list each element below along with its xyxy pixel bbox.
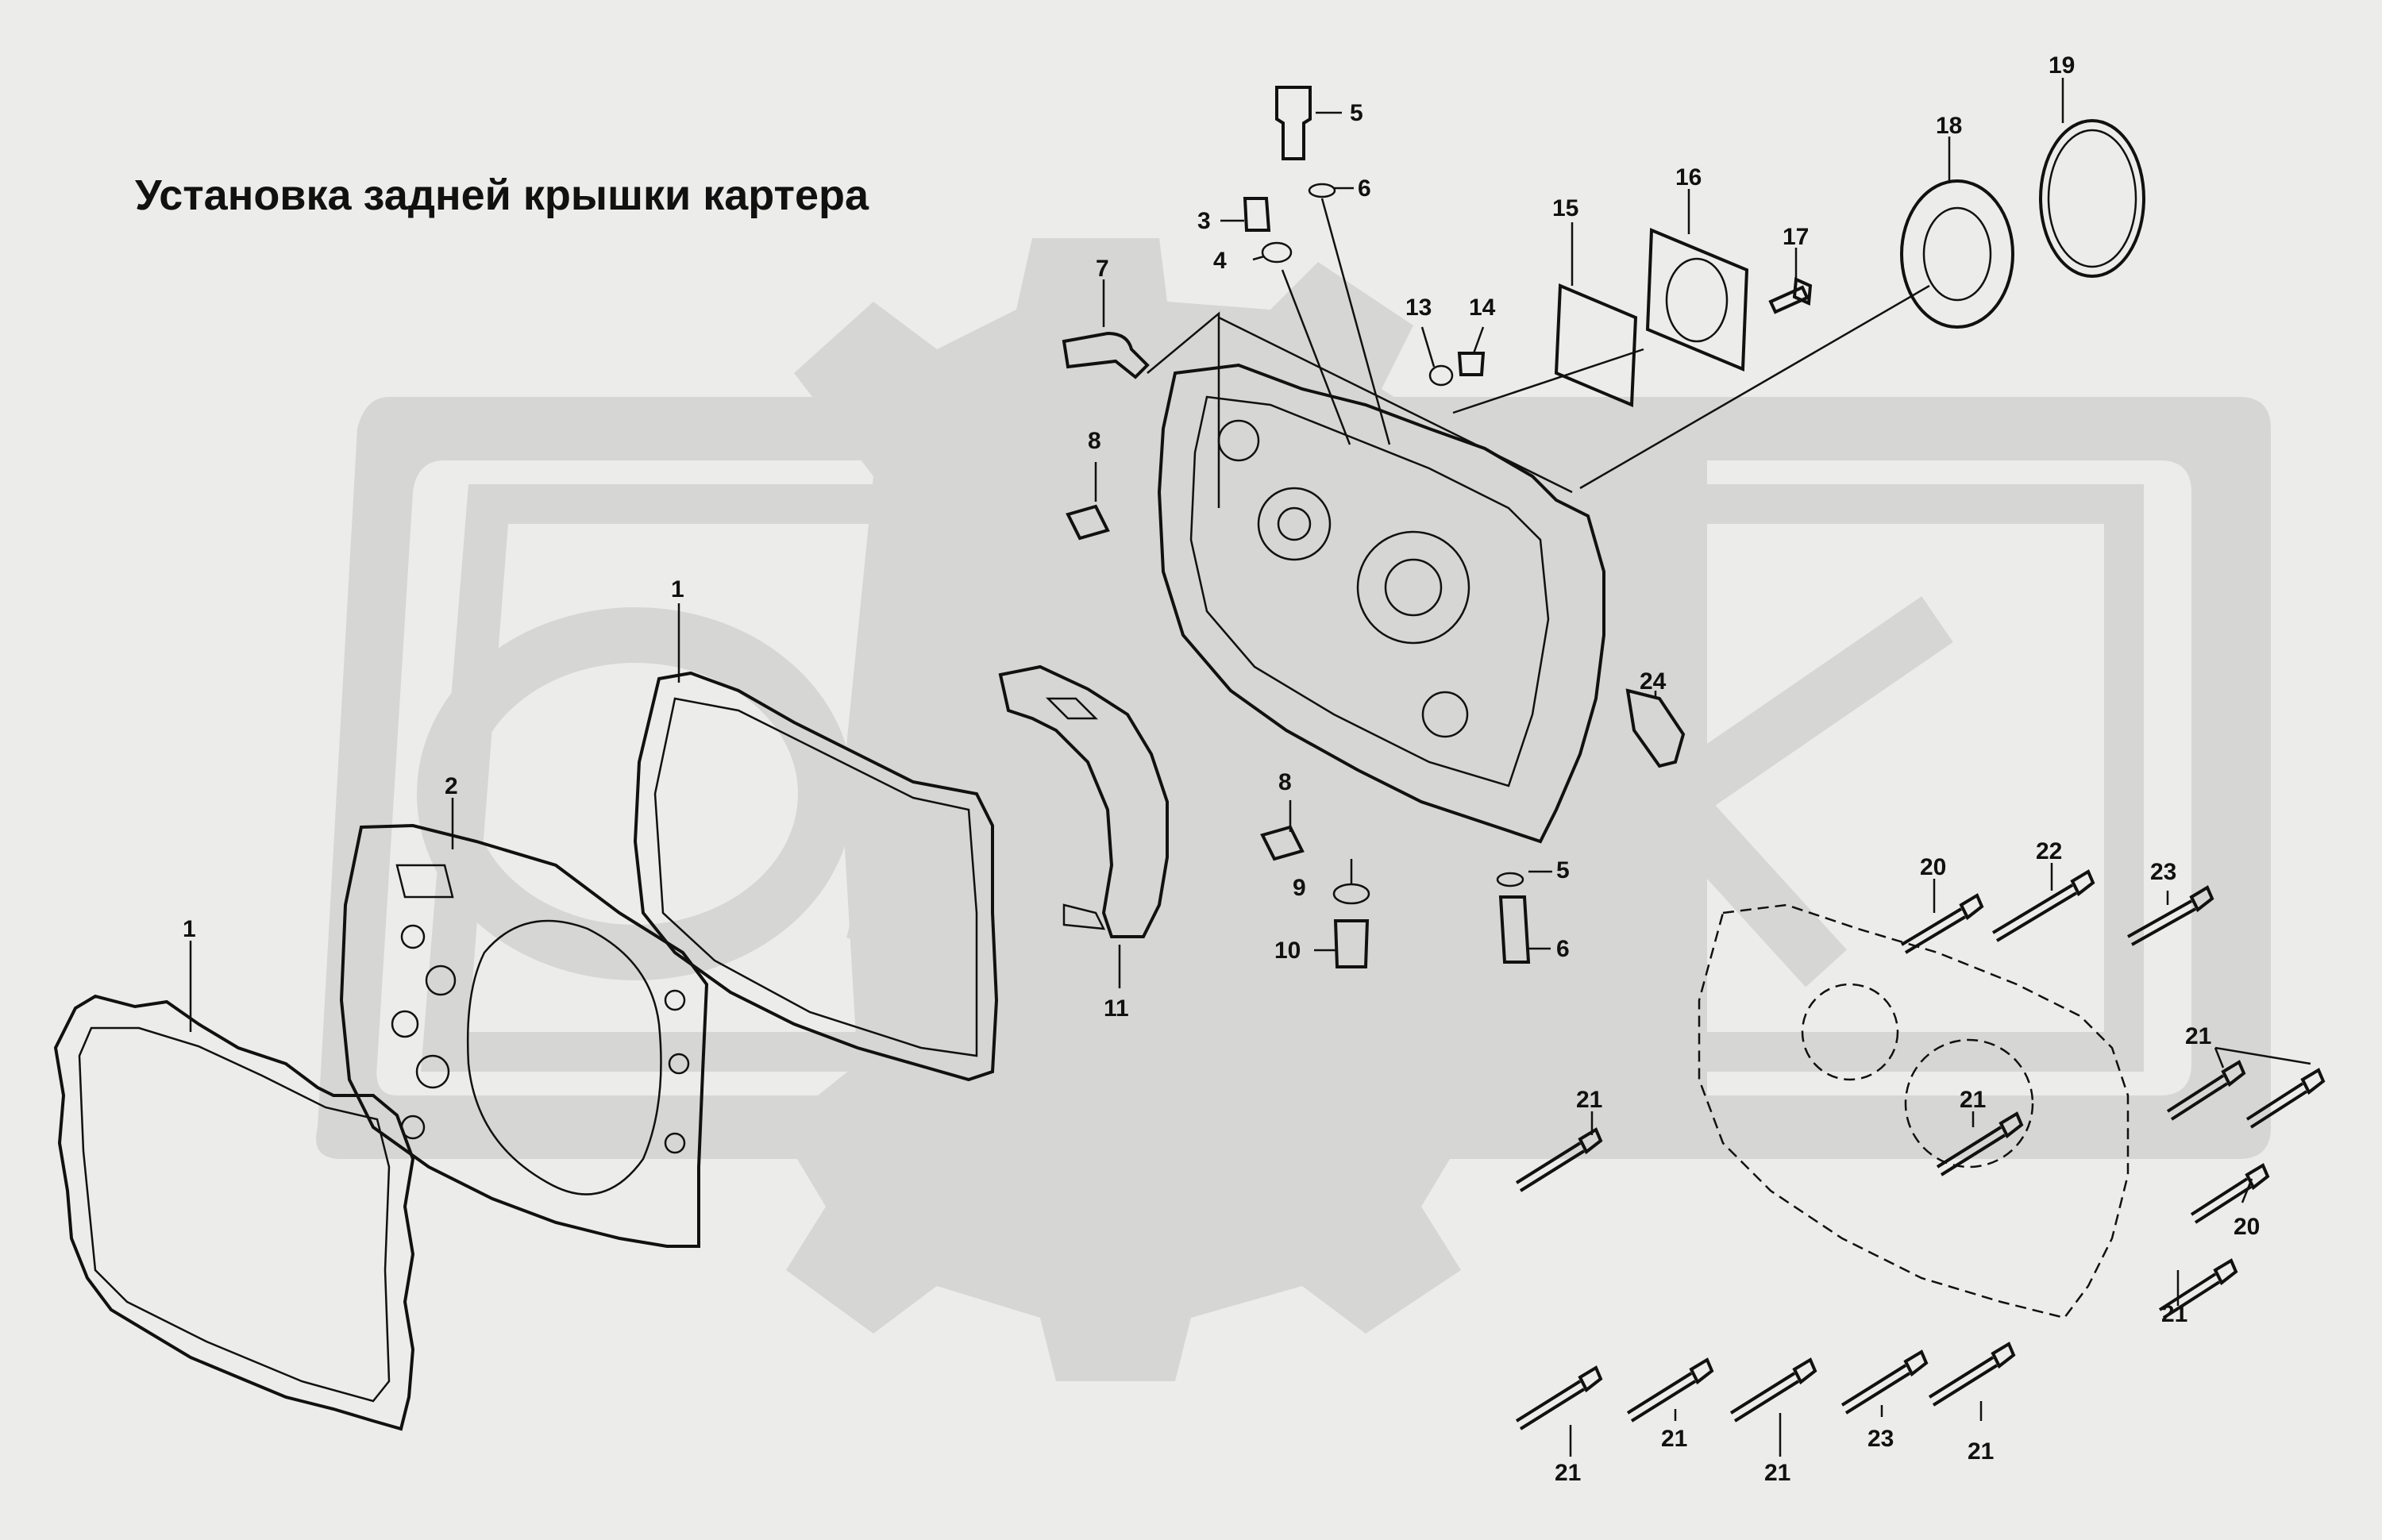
bolt-20-top	[1900, 893, 1984, 954]
part-15-gasket	[1554, 283, 1638, 407]
callout-4: 4	[1213, 248, 1227, 274]
bolt-21-right-c	[2158, 1258, 2238, 1319]
callout-8b: 8	[1278, 769, 1292, 795]
callout-18: 18	[1936, 113, 1962, 139]
callout-21c: 21	[2185, 1023, 2211, 1049]
callout-20a: 20	[1920, 854, 1946, 880]
part-5-sensor-top	[1275, 86, 1312, 160]
part-1-gasket-left	[53, 994, 415, 1431]
part-13-washer	[1428, 364, 1454, 387]
bolt-21-right-a	[2166, 1060, 2246, 1121]
callout-24: 24	[1640, 668, 1667, 695]
callout-21a: 21	[1576, 1087, 1602, 1113]
part-19-ring	[2039, 119, 2145, 278]
housing-main	[1157, 363, 1605, 844]
callout-16: 16	[1675, 164, 1702, 191]
callout-1a: 1	[183, 916, 196, 942]
callout-5a: 5	[1350, 100, 1363, 126]
callout-23b: 23	[1867, 1426, 1894, 1452]
part-16-cover	[1645, 228, 1749, 372]
callout-22: 22	[2036, 838, 2062, 864]
callout-8a: 8	[1088, 428, 1101, 454]
callout-1b: 1	[671, 576, 684, 603]
callout-6b: 6	[1556, 936, 1570, 962]
bolt-23-bottom	[1840, 1349, 1929, 1415]
part-7-pipe	[1062, 331, 1150, 379]
callout-21h: 21	[1968, 1438, 1994, 1465]
callout-17: 17	[1783, 224, 1809, 250]
callout-13: 13	[1405, 295, 1432, 321]
bolt-21-right-b	[2245, 1068, 2326, 1129]
callout-15: 15	[1552, 195, 1578, 221]
callout-14: 14	[1469, 295, 1496, 321]
callout-11: 11	[1104, 995, 1129, 1022]
watermark-lettering	[417, 596, 1953, 991]
part-17-bolt	[1768, 277, 1813, 314]
callout-2: 2	[445, 773, 458, 799]
bolts	[1515, 869, 2326, 1430]
callout-21g: 21	[1764, 1460, 1790, 1486]
bolt-23-top	[2127, 885, 2214, 946]
part-3-plug	[1243, 197, 1271, 232]
part-14-plug	[1457, 352, 1486, 376]
bolt-21-left	[1515, 1127, 1603, 1192]
part-6-washer-bottom	[1496, 872, 1524, 887]
part-18-bearing	[1900, 179, 2014, 329]
callout-21b: 21	[1960, 1087, 1986, 1113]
bolt-21-bottom-4	[1928, 1342, 2016, 1407]
leader-lines	[189, 78, 2311, 1457]
callout-labels: 1 1 2 3 4 5 5 6 6 7 8 8 9 10 11 13 14 15…	[183, 52, 2260, 1486]
part-8-pin-bottom	[1260, 825, 1305, 861]
watermark	[316, 238, 2271, 1381]
callout-6a: 6	[1358, 175, 1371, 202]
callout-9: 9	[1293, 875, 1306, 901]
bolt-20-bottom	[2190, 1163, 2270, 1224]
page-title: Установка задней крышки картера	[135, 171, 869, 219]
bolt-22	[1991, 869, 2095, 942]
part-24-sensor	[1625, 688, 1686, 768]
callout-10: 10	[1274, 937, 1301, 964]
part-10-plug	[1333, 919, 1370, 968]
part-4-washer	[1261, 241, 1293, 264]
part-11-shift-fork	[998, 664, 1169, 938]
callout-23a: 23	[2150, 859, 2176, 885]
part-1-gasket-right	[633, 671, 999, 1082]
small-parts	[1062, 86, 1686, 968]
part-6-washer-top	[1308, 183, 1336, 198]
part-2-plate	[339, 823, 709, 1248]
bolt-21-bottom-2	[1626, 1357, 1714, 1423]
callout-5b: 5	[1556, 857, 1570, 884]
bolt-21-mid	[1936, 1111, 2024, 1176]
part-8-pin-top	[1066, 504, 1110, 541]
part-6-sensor-bottom	[1498, 895, 1531, 964]
callout-20b: 20	[2234, 1214, 2260, 1240]
callout-19: 19	[2049, 52, 2075, 79]
parts-15-19-cover-assembly	[1554, 119, 2145, 407]
callout-21f: 21	[1661, 1426, 1687, 1452]
callout-21d: 21	[2161, 1301, 2187, 1327]
callout-21e: 21	[1555, 1460, 1581, 1486]
bolt-21-bottom-3	[1729, 1357, 1817, 1423]
bolt-21-bottom-1	[1515, 1365, 1603, 1430]
housing-ghost-outline	[1698, 903, 2130, 1319]
callout-7: 7	[1096, 256, 1109, 282]
callout-3: 3	[1197, 208, 1211, 234]
